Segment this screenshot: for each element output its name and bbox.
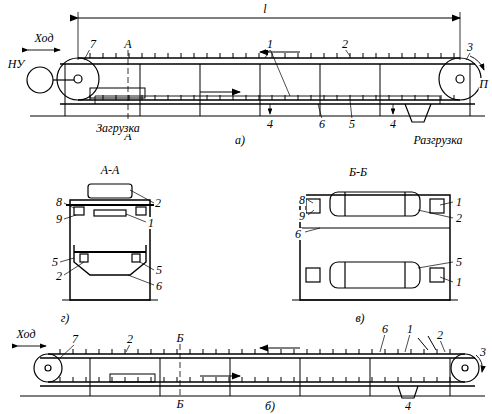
section-label: Загрузка	[95, 122, 141, 134]
callout-number: 3	[479, 346, 487, 358]
callout-number: А	[123, 38, 132, 50]
callout-number: 7	[89, 38, 97, 50]
callout-number: 5	[348, 118, 356, 130]
callout-number: г)	[60, 312, 71, 324]
callout-number: 2	[154, 197, 162, 209]
callout-number: 2	[341, 38, 349, 50]
callout-number: Ход	[15, 328, 36, 340]
callout-number: 4	[404, 400, 412, 412]
callout-number: в)	[354, 312, 365, 324]
callout-number: 6	[155, 280, 163, 292]
callout-number: 2	[455, 212, 463, 224]
callout-number: 7	[71, 333, 79, 345]
callout-number: 1	[455, 276, 463, 288]
callout-number: 8	[55, 196, 63, 208]
callout-number: 8	[298, 194, 306, 206]
callout-number: Б-Б	[348, 166, 368, 178]
callout-number: 4	[266, 118, 274, 130]
callout-number: 1	[406, 323, 414, 335]
callout-number: 9	[55, 213, 63, 225]
callout-number: 4	[389, 118, 397, 130]
callout-number: l	[262, 3, 267, 15]
callout-number: 2	[126, 333, 134, 345]
callout-number: 1	[147, 217, 155, 229]
callout-number: 2	[55, 270, 63, 282]
callout-number: Б	[175, 398, 184, 410]
callout-number: 1	[455, 196, 463, 208]
callout-number: б)	[264, 400, 276, 412]
callout-number: а)	[234, 134, 246, 146]
callout-number: 6	[381, 323, 389, 335]
callout-number: 6	[318, 118, 326, 130]
callout-number: 6	[294, 228, 302, 240]
callout-number: 5	[51, 256, 59, 268]
callout-number: П	[478, 78, 489, 90]
section-label: Разгрузка	[412, 134, 463, 146]
callout-number: НУ	[7, 58, 26, 70]
callout-number: Ход	[33, 32, 54, 44]
callout-number: 5	[455, 256, 463, 268]
callout-number: Б	[175, 332, 184, 344]
callout-number: 5	[155, 264, 163, 276]
callout-number: 2	[436, 329, 444, 341]
callout-number: 9	[298, 210, 306, 222]
callout-number: А-А	[100, 164, 121, 176]
callout-number: 1	[266, 38, 274, 50]
callout-number: 3	[466, 41, 474, 53]
